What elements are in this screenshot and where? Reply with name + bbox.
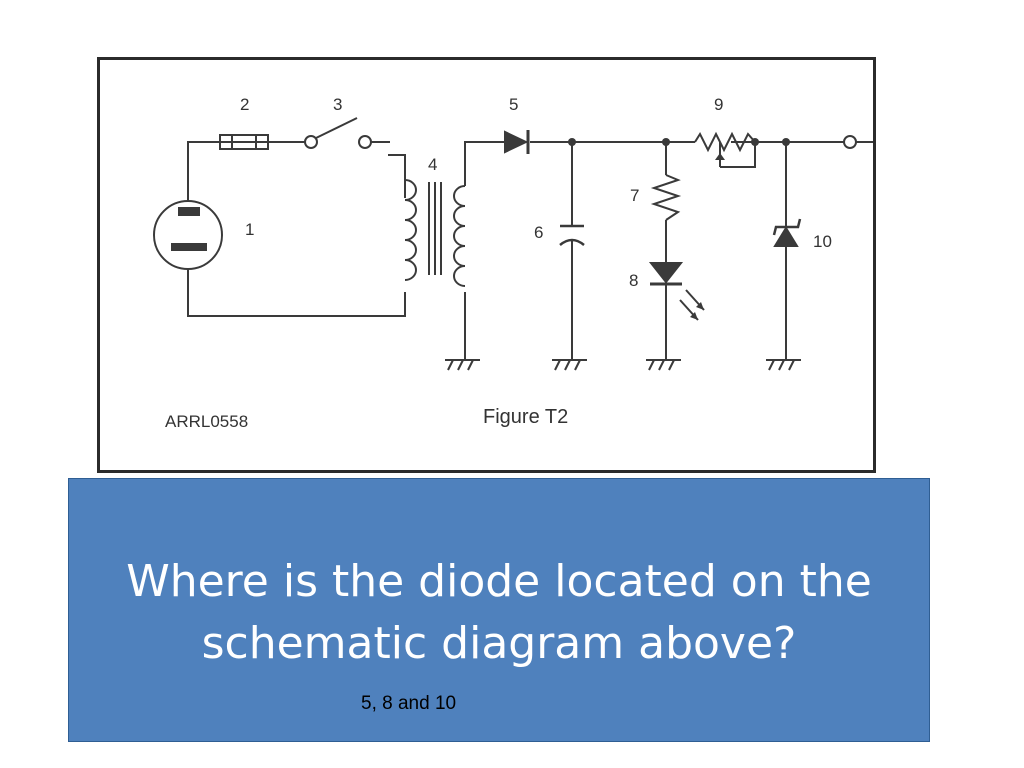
ground-symbol [646, 359, 681, 371]
label-component-4: 4 [428, 155, 437, 174]
ground-symbol [552, 359, 587, 371]
component-7-resistor [650, 174, 682, 221]
figure-caption: Figure T2 [483, 406, 568, 428]
output-terminal [843, 135, 857, 149]
component-6-capacitor [559, 224, 585, 246]
component-4-transformer [404, 179, 466, 287]
ground-symbol [445, 359, 480, 371]
component-10-zener-diode [772, 218, 802, 247]
circuit-wires [187, 141, 873, 360]
answer-text: 5, 8 and 10 [361, 693, 457, 714]
reference-code: ARRL0558 [165, 412, 248, 431]
label-component-5: 5 [509, 95, 518, 114]
label-component-6: 6 [534, 223, 543, 242]
schematic-figure: 2 3 5 9 4 1 7 6 8 10 ARRL0558 Figure T2 [97, 57, 876, 473]
ground-symbol [766, 359, 801, 371]
label-component-9: 9 [714, 95, 723, 114]
circuit-schematic: 2 3 5 9 4 1 7 6 8 10 ARRL0558 Figure T2 [153, 95, 873, 431]
question-panel: Where is the diode located on the schema… [68, 478, 930, 742]
label-component-3: 3 [333, 95, 342, 114]
ground-symbols [445, 359, 801, 371]
component-5-diode [504, 130, 530, 154]
component-1-lamp [153, 200, 223, 270]
component-8-led [648, 262, 705, 321]
label-component-2: 2 [240, 95, 249, 114]
component-9-potentiometer [694, 131, 756, 168]
component-2-fuse [219, 134, 269, 150]
label-component-8: 8 [629, 271, 638, 290]
component-3-switch [304, 117, 390, 149]
label-component-1: 1 [245, 220, 254, 239]
label-component-7: 7 [630, 186, 639, 205]
question-text: Where is the diode located on the schema… [126, 556, 872, 669]
label-component-10: 10 [813, 232, 832, 251]
